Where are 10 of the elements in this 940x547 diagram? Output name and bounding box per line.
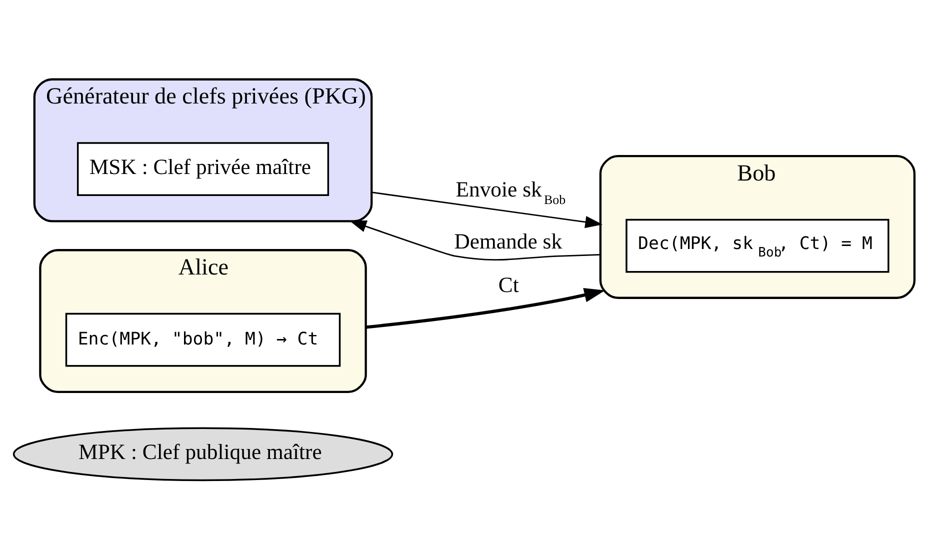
arrow <box>366 287 606 328</box>
edge-label: Demande sk <box>454 229 562 254</box>
arrow <box>349 220 600 260</box>
node-ellipse: MPK : Clef publique maître <box>12 426 394 481</box>
node-box: MSK : Clef privée maître <box>76 142 330 196</box>
edge-label: Envoie sk$_{Bob}$ <box>456 177 566 207</box>
edge-label: Ct <box>498 272 519 297</box>
node-box: Enc(MPK, "bob", M) → Ct <box>65 312 341 366</box>
node-box: Dec(MPK, sk$_{Bob}$, Ct) = M <box>626 218 890 272</box>
arrow <box>372 191 603 228</box>
